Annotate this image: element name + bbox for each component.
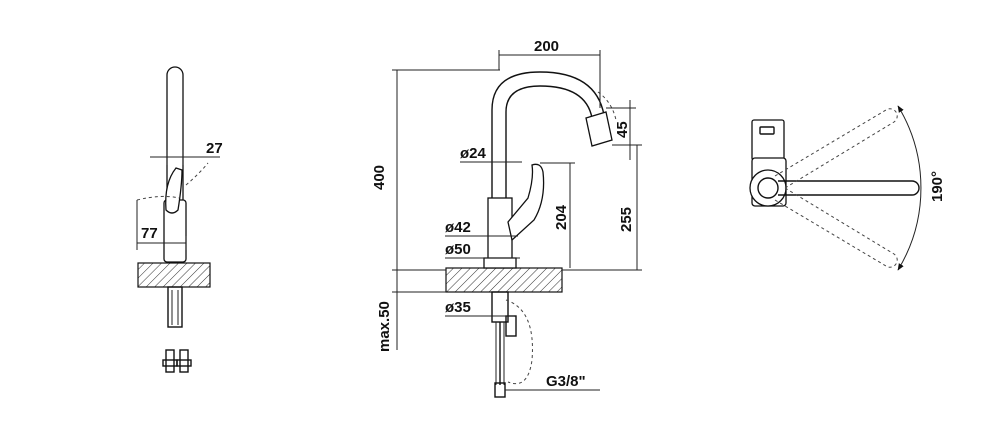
dim-hole-diameter: ø35 — [445, 299, 471, 316]
mount-plate — [751, 119, 785, 161]
spout-top-center — [778, 180, 920, 196]
dim-swivel-angle: 190° — [929, 171, 946, 202]
dim-side-depth: 77 — [141, 225, 158, 242]
spout-top-swivel-down — [774, 187, 898, 268]
hose-connector-left-1 — [165, 349, 175, 373]
lever-front — [507, 163, 545, 242]
hose-connector-left-2 — [179, 349, 189, 373]
spray-head — [585, 111, 613, 147]
dim-reach: 200 — [534, 38, 559, 55]
side-view: 27 77 — [136, 66, 223, 373]
dim-body-diameter: ø42 — [445, 219, 471, 236]
top-view: 190° — [749, 105, 946, 271]
spout-top-swivel-up — [774, 108, 898, 189]
dim-side-handle-width: 27 — [206, 140, 223, 157]
dim-base-diameter: ø50 — [445, 241, 471, 258]
spout-gooseneck — [491, 71, 605, 205]
dim-connection: G3/8" — [546, 373, 586, 390]
swivel-base — [749, 169, 787, 207]
dim-total-height: 400 — [371, 165, 388, 190]
dim-outlet-height: 255 — [618, 207, 635, 232]
countertop-section-left — [137, 262, 211, 288]
front-view: 200 400 45 255 204 ø24 ø42 ø50 max.50 — [371, 38, 642, 398]
dim-spout-diameter: ø24 — [460, 145, 487, 162]
swivel-arc — [897, 105, 922, 271]
handle-side — [165, 167, 183, 214]
dim-counter-thickness: max.50 — [376, 301, 393, 352]
dim-spout-tip: 45 — [614, 121, 631, 138]
dim-handle-height: 204 — [553, 204, 570, 230]
faucet-body-front — [487, 197, 513, 261]
countertop-section-center — [445, 267, 563, 293]
